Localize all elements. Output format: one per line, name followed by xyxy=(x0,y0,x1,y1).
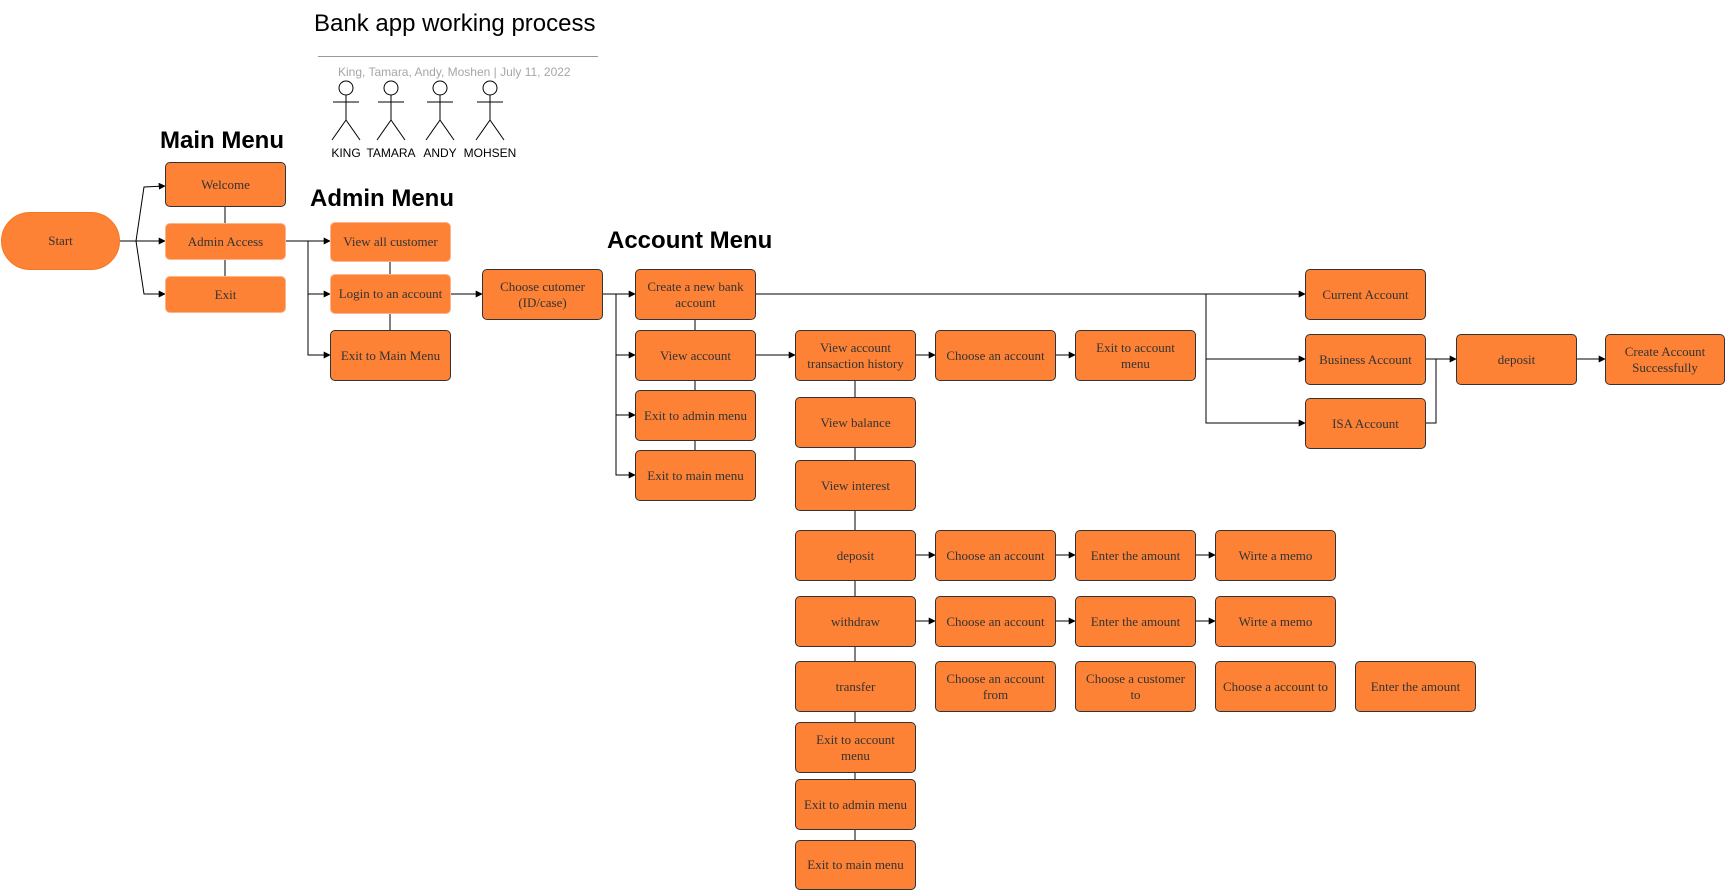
deposit-node: deposit xyxy=(795,530,916,581)
heading-account-menu: Account Menu xyxy=(607,227,773,254)
transfer-enter-amount-node: Enter the amount xyxy=(1355,661,1476,712)
transfer-choose-from-node: Choose an account from xyxy=(935,661,1056,712)
view-account-node: View account xyxy=(635,330,756,381)
create-account-deposit-node: deposit xyxy=(1456,334,1577,385)
connector-37 xyxy=(1205,294,1306,427)
connector-0 xyxy=(120,182,166,242)
withdraw-write-memo-node: Wirte a memo xyxy=(1215,596,1336,647)
start-node: Start xyxy=(1,212,120,270)
actor-label-tamara: TAMARA xyxy=(366,146,416,160)
exit-to-account-menu-node-1: Exit to account menu xyxy=(1075,330,1196,381)
choose-account-node-1: Choose an account xyxy=(935,330,1056,381)
connector-12 xyxy=(603,293,636,359)
view-all-customer-node: View all customer xyxy=(330,222,451,262)
exit-to-main-menu-node: Exit to Main Menu xyxy=(330,330,451,381)
exit-to-account-menu-node-2: Exit to account menu xyxy=(795,722,916,773)
view-interest-node: View interest xyxy=(795,460,916,511)
business-account-node: Business Account xyxy=(1305,334,1426,385)
deposit-write-memo-node: Wirte a memo xyxy=(1215,530,1336,581)
diagram-title: Bank app working process xyxy=(314,10,596,37)
deposit-choose-account-node: Choose an account xyxy=(935,530,1056,581)
connector-2 xyxy=(120,240,166,298)
withdraw-enter-amount-node: Enter the amount xyxy=(1075,596,1196,647)
heading-main-menu: Main Menu xyxy=(160,127,284,154)
deposit-enter-amount-node: Enter the amount xyxy=(1075,530,1196,581)
isa-account-node: ISA Account xyxy=(1305,398,1426,449)
current-account-node: Current Account xyxy=(1305,269,1426,320)
welcome-node: Welcome xyxy=(165,162,286,207)
actor-tamara xyxy=(375,80,407,142)
connector-14 xyxy=(603,293,636,479)
actor-label-mohsen: MOHSEN xyxy=(463,146,517,160)
create-bank-account-node: Create a new bank account xyxy=(635,269,756,320)
actor-andy xyxy=(424,80,456,142)
admin-access-node: Admin Access xyxy=(165,223,286,260)
diagram-subtitle: King, Tamara, Andy, Moshen | July 11, 20… xyxy=(338,65,571,79)
actor-label-andy: ANDY xyxy=(423,146,457,160)
stick-figure-icon xyxy=(475,80,505,141)
view-balance-node: View balance xyxy=(795,397,916,448)
withdraw-node: withdraw xyxy=(795,596,916,647)
stick-figure-icon xyxy=(425,80,455,141)
exit-to-main-menu-node-3: Exit to main menu xyxy=(795,840,916,890)
actor-mohsen xyxy=(474,80,506,142)
stick-figure-icon xyxy=(376,80,406,141)
connector-36 xyxy=(1205,294,1306,363)
login-account-node: Login to an account xyxy=(330,274,451,314)
exit-node: Exit xyxy=(165,276,286,313)
withdraw-choose-account-node: Choose an account xyxy=(935,596,1056,647)
view-transaction-history-node: View account transaction history xyxy=(795,330,916,381)
transfer-node: transfer xyxy=(795,661,916,712)
title-divider xyxy=(318,56,598,57)
transfer-choose-account-to-node: Choose a account to xyxy=(1215,661,1336,712)
actor-king xyxy=(330,80,362,142)
stick-figure-icon xyxy=(331,80,361,141)
connector-39 xyxy=(1426,359,1437,424)
heading-admin-menu: Admin Menu xyxy=(310,185,454,212)
exit-to-admin-menu-node: Exit to admin menu xyxy=(635,390,756,441)
create-account-success-node: Create Account Successfully xyxy=(1605,334,1725,385)
exit-to-main-menu-node-2: Exit to main menu xyxy=(635,450,756,501)
transfer-choose-customer-node: Choose a customer to xyxy=(1075,661,1196,712)
choose-customer-node: Choose cutomer (ID/case) xyxy=(482,269,603,320)
exit-to-admin-menu-node-2: Exit to admin menu xyxy=(795,779,916,830)
connector-7 xyxy=(286,240,331,359)
actor-label-king: KING xyxy=(331,146,361,160)
